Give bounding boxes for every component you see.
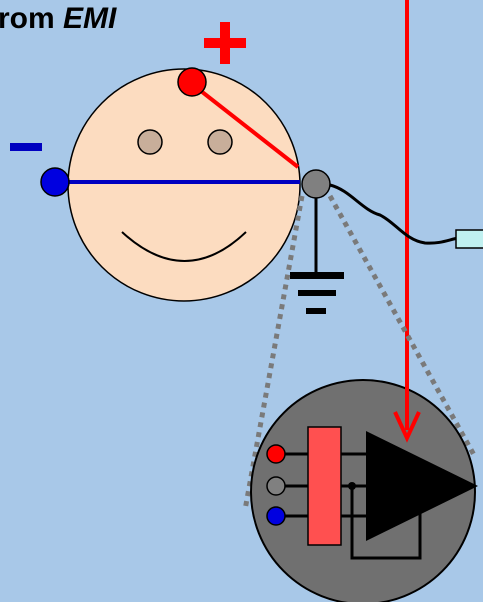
right-eye [208,130,232,154]
input-positive [267,445,285,463]
input-reference [267,477,285,495]
emi-arrow [395,0,419,438]
minus-sign-icon [10,143,42,151]
amplifier-icon [251,380,478,602]
filter-block [308,427,341,545]
smiley-face-icon [68,69,300,301]
positive-electrode [178,68,206,96]
plus-sign-icon [204,22,246,64]
negative-electrode [41,168,69,196]
connector-plug [456,230,483,248]
reference-electrode [302,170,330,198]
left-eye [138,130,162,154]
input-negative [267,507,285,525]
